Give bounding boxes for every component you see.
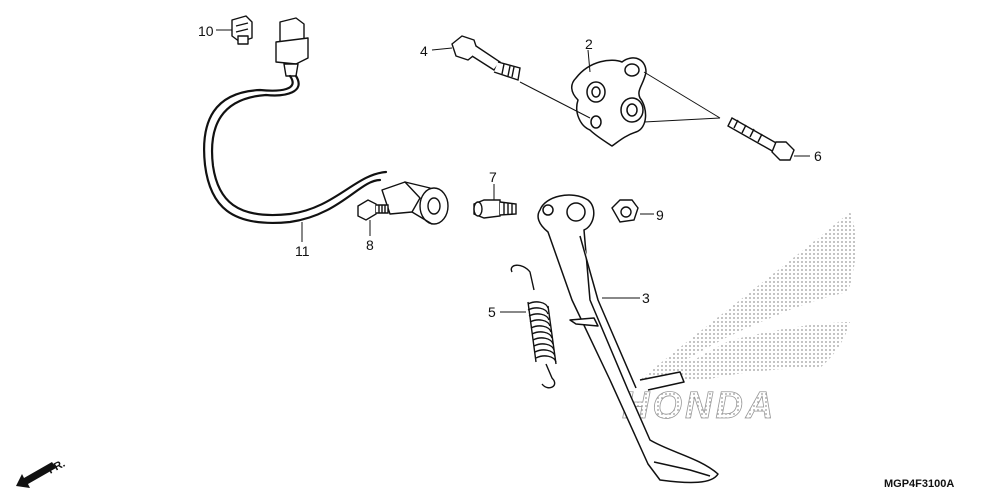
callout-3: 3 xyxy=(642,290,650,306)
pivot-bolt xyxy=(451,35,521,81)
sidestand-switch-assembly xyxy=(203,17,449,225)
callout-8: 8 xyxy=(366,237,374,253)
leader-lines xyxy=(216,29,810,313)
lock-nut xyxy=(611,199,639,223)
drawing-code: MGP4F3100A xyxy=(884,478,955,490)
wing-logo-watermark xyxy=(640,212,856,380)
callout-7: 7 xyxy=(489,169,497,185)
callout-10: 11 xyxy=(295,243,310,259)
callout-5: 5 xyxy=(488,304,496,320)
callout-1: 10 xyxy=(198,23,214,39)
brand-wordmark-watermark: HONDA xyxy=(622,385,776,427)
flange-bolt xyxy=(727,117,795,161)
callout-4: 4 xyxy=(420,43,428,59)
sidestand xyxy=(537,194,719,484)
sidestand-bracket xyxy=(571,57,647,147)
callout-9: 9 xyxy=(656,207,664,223)
callout-2: 2 xyxy=(585,36,593,52)
forward-direction-arrow xyxy=(16,462,56,488)
switch-bolt xyxy=(357,199,389,221)
spring-hook-pin xyxy=(473,199,517,219)
connector-cap xyxy=(231,15,253,45)
callout-6: 6 xyxy=(814,148,822,164)
return-spring xyxy=(510,264,557,389)
